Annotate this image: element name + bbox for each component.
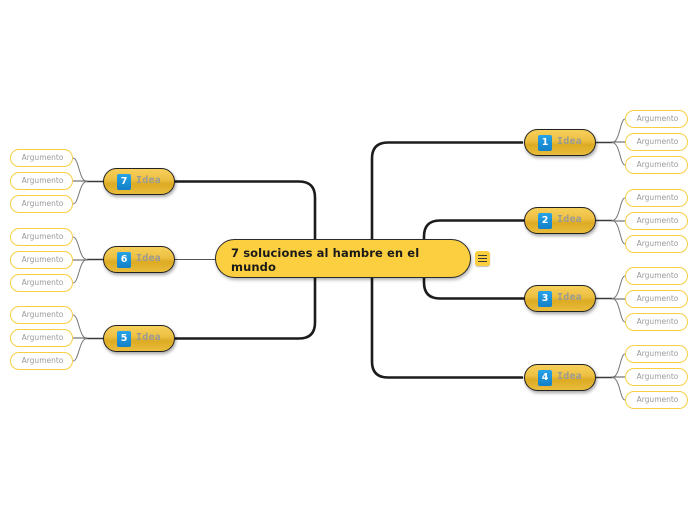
argumento-node[interactable]: Argumento: [625, 368, 688, 386]
idea-node-label: Idea: [136, 253, 161, 264]
argumento-node[interactable]: Argumento: [625, 156, 688, 174]
idea-node-3[interactable]: 3 Idea: [524, 285, 596, 312]
root-node-label: 7 soluciones al hambre en el mundo: [231, 246, 420, 274]
connector-line: [72, 157, 88, 182]
idea-node-label: Idea: [136, 175, 161, 186]
idea-node-4[interactable]: 4 Idea: [524, 364, 596, 391]
idea-number-badge: 6: [117, 252, 131, 268]
idea-node-5[interactable]: 5 Idea: [103, 325, 175, 352]
argumento-node[interactable]: Argumento: [625, 345, 688, 363]
argumento-node[interactable]: Argumento: [625, 290, 688, 308]
argumento-node[interactable]: Argumento: [10, 329, 73, 347]
hamburger-icon[interactable]: [475, 251, 490, 266]
argumento-node[interactable]: Argumento: [10, 352, 73, 370]
argumento-node-label: Argumento: [636, 271, 679, 280]
connector-line: [611, 377, 626, 401]
argumento-node[interactable]: Argumento: [625, 235, 688, 253]
argumento-node-label: Argumento: [636, 349, 679, 358]
idea-node-1[interactable]: 1 Idea: [524, 129, 596, 156]
connector-line: [611, 275, 626, 299]
idea-node-6[interactable]: 6 Idea: [103, 246, 175, 273]
argumento-node-label: Argumento: [636, 193, 679, 202]
connector-line: [72, 314, 88, 339]
argumento-node-label: Argumento: [636, 114, 679, 123]
argumento-node[interactable]: Argumento: [10, 228, 73, 246]
argumento-node[interactable]: Argumento: [625, 133, 688, 151]
idea-number-badge: 3: [538, 291, 552, 307]
idea-number-badge: 5: [117, 331, 131, 347]
argumento-node-label: Argumento: [636, 239, 679, 248]
connector-line: [72, 338, 88, 362]
connector-line: [72, 236, 88, 260]
argumento-node-label: Argumento: [636, 216, 679, 225]
argumento-node-label: Argumento: [21, 310, 64, 319]
argumento-node-label: Argumento: [636, 372, 679, 381]
connector-line: [611, 142, 626, 166]
root-node[interactable]: 7 soluciones al hambre en el mundo: [215, 239, 471, 278]
argumento-node[interactable]: Argumento: [10, 195, 73, 213]
connector-line: [72, 259, 88, 284]
argumento-node[interactable]: Argumento: [10, 149, 73, 167]
idea-node-label: Idea: [557, 214, 582, 225]
argumento-node[interactable]: Argumento: [625, 189, 688, 207]
argumento-node[interactable]: Argumento: [10, 251, 73, 269]
idea-node-label: Idea: [557, 371, 582, 382]
hamburger-line-3: [478, 261, 487, 263]
connector-line: [611, 220, 626, 245]
idea-number-badge: 2: [538, 213, 552, 229]
argumento-node-label: Argumento: [21, 232, 64, 241]
argumento-node[interactable]: Argumento: [625, 313, 688, 331]
argumento-node-label: Argumento: [21, 153, 64, 162]
argumento-node[interactable]: Argumento: [10, 306, 73, 324]
idea-number-badge: 1: [538, 135, 552, 151]
argumento-node-label: Argumento: [636, 160, 679, 169]
argumento-node[interactable]: Argumento: [625, 212, 688, 230]
hamburger-line-2: [478, 258, 487, 260]
argumento-node[interactable]: Argumento: [625, 391, 688, 409]
argumento-node[interactable]: Argumento: [625, 267, 688, 285]
idea-node-label: Idea: [557, 292, 582, 303]
idea-number-badge: 7: [117, 174, 131, 190]
idea-node-7[interactable]: 7 Idea: [103, 168, 175, 195]
idea-number-badge: 4: [538, 370, 552, 386]
connector-line: [72, 181, 88, 205]
connector-line: [611, 353, 626, 378]
connector-line: [611, 118, 626, 143]
argumento-node-label: Argumento: [21, 356, 64, 365]
argumento-node-label: Argumento: [21, 199, 64, 208]
argumento-node[interactable]: Argumento: [10, 274, 73, 292]
hamburger-line-1: [478, 255, 487, 257]
argumento-node[interactable]: Argumento: [625, 110, 688, 128]
argumento-node-label: Argumento: [21, 176, 64, 185]
argumento-node-label: Argumento: [636, 294, 679, 303]
idea-node-label: Idea: [136, 332, 161, 343]
argumento-node-label: Argumento: [21, 255, 64, 264]
connector-line: [611, 197, 626, 221]
argumento-node-label: Argumento: [636, 317, 679, 326]
idea-node-label: Idea: [557, 136, 582, 147]
argumento-node-label: Argumento: [21, 333, 64, 342]
idea-node-2[interactable]: 2 Idea: [524, 207, 596, 234]
argumento-node-label: Argumento: [636, 137, 679, 146]
connector-line: [611, 298, 626, 323]
argumento-node-label: Argumento: [21, 278, 64, 287]
argumento-node-label: Argumento: [636, 395, 679, 404]
argumento-node[interactable]: Argumento: [10, 172, 73, 190]
